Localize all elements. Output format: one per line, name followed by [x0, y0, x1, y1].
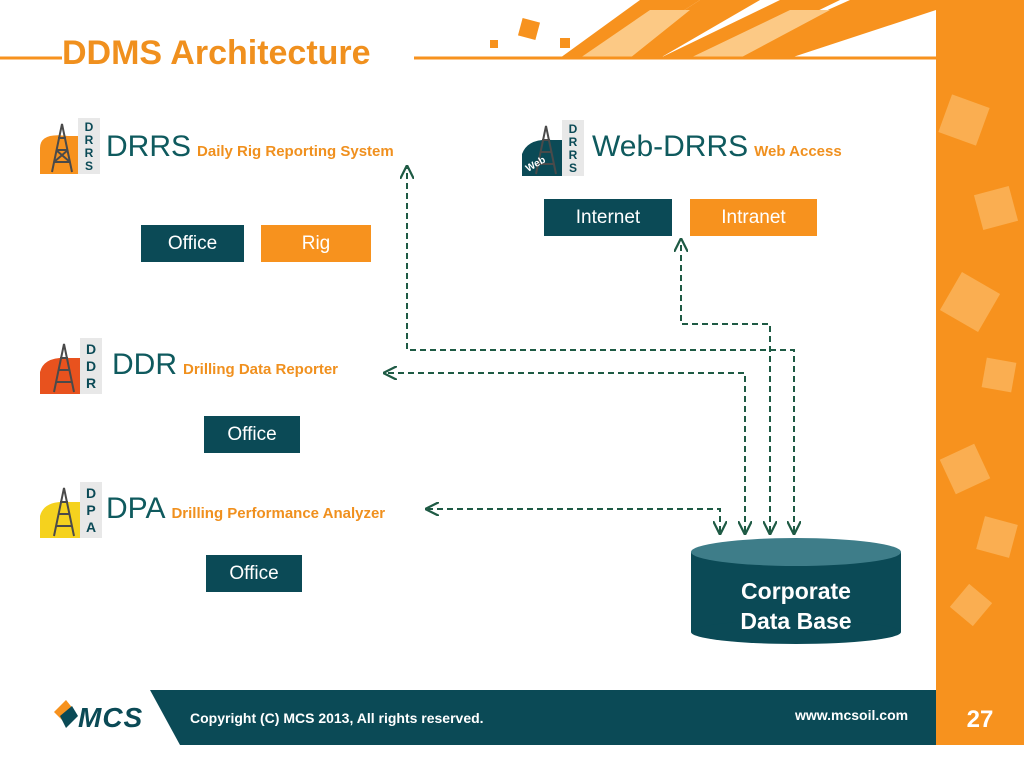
corporate-database-cylinder	[691, 538, 901, 644]
footer-bottom-strip	[0, 745, 1024, 768]
database-line1: Corporate	[741, 578, 851, 604]
connector-drrs	[407, 168, 794, 532]
ddr-office-box: Office	[204, 416, 300, 453]
svg-text:D: D	[86, 358, 96, 374]
app-ddr-description: Drilling Data Reporter	[183, 361, 339, 378]
corporate-database-label: Corporate Data Base	[691, 576, 901, 636]
svg-text:D: D	[86, 485, 96, 501]
oil-derrick-icon	[51, 123, 73, 173]
app-dpa-name: DPA	[106, 492, 166, 525]
header-tiles-light	[580, 10, 830, 58]
dpa-logo: D P A	[40, 482, 102, 538]
footer-logo-panel	[0, 690, 180, 745]
app-ddr-title: DDR Drilling Data Reporter	[112, 348, 338, 382]
app-drrs-title: DRRS Daily Rig Reporting System	[106, 130, 394, 164]
svg-text:P: P	[86, 502, 95, 518]
oil-derrick-icon	[53, 343, 75, 393]
app-ddr-name: DDR	[112, 348, 177, 381]
page-number-panel	[936, 690, 1024, 745]
app-web-drrs-name: Web-DRRS	[592, 130, 749, 163]
band-tiles	[938, 94, 1019, 627]
svg-text:R: R	[85, 146, 94, 160]
app-drrs-name: DRRS	[106, 130, 192, 163]
website-link[interactable]: www.mcsoil.com	[795, 707, 909, 723]
app-web-drrs-title: Web-DRRS Web Access	[592, 130, 842, 164]
web-internet-box: Internet	[544, 199, 672, 236]
copyright-text: Copyright (C) MCS 2013, All rights reser…	[190, 710, 484, 726]
svg-text:A: A	[86, 519, 96, 535]
app-web-drrs-description: Web Access	[754, 143, 842, 160]
app-drrs-description: Daily Rig Reporting System	[197, 143, 394, 160]
oil-derrick-icon	[535, 125, 557, 175]
database-line2: Data Base	[740, 608, 852, 634]
app-dpa-title: DPA Drilling Performance Analyzer	[106, 492, 385, 526]
drrs-logo: D R R S	[40, 118, 100, 174]
connectors	[386, 168, 794, 532]
drrs-rig-box: Rig	[261, 225, 371, 262]
connector-dpa	[428, 509, 720, 532]
web-drrs-logo: Web D R R S	[522, 120, 584, 176]
mcs-logo-mark	[54, 700, 78, 728]
svg-text:D: D	[85, 120, 94, 134]
slide-title: DDMS Architecture	[62, 34, 371, 72]
svg-text:R: R	[86, 375, 96, 391]
dpa-office-box: Office	[206, 555, 302, 592]
ddr-logo: D D R	[40, 338, 102, 394]
web-intranet-box: Intranet	[690, 199, 817, 236]
svg-text:D: D	[86, 341, 96, 357]
svg-text:S: S	[569, 161, 577, 175]
connector-web-drrs	[681, 241, 770, 532]
drrs-office-box: Office	[141, 225, 244, 262]
svg-text:D: D	[569, 122, 578, 136]
page-number: 27	[966, 706, 994, 733]
svg-text:R: R	[569, 148, 578, 162]
mcs-brand-text: MCS	[78, 702, 144, 733]
svg-text:R: R	[569, 135, 578, 149]
oil-derrick-icon	[53, 487, 75, 537]
app-dpa-description: Drilling Performance Analyzer	[171, 505, 386, 522]
connector-ddr	[386, 373, 745, 532]
svg-text:S: S	[85, 159, 93, 173]
svg-text:R: R	[85, 133, 94, 147]
